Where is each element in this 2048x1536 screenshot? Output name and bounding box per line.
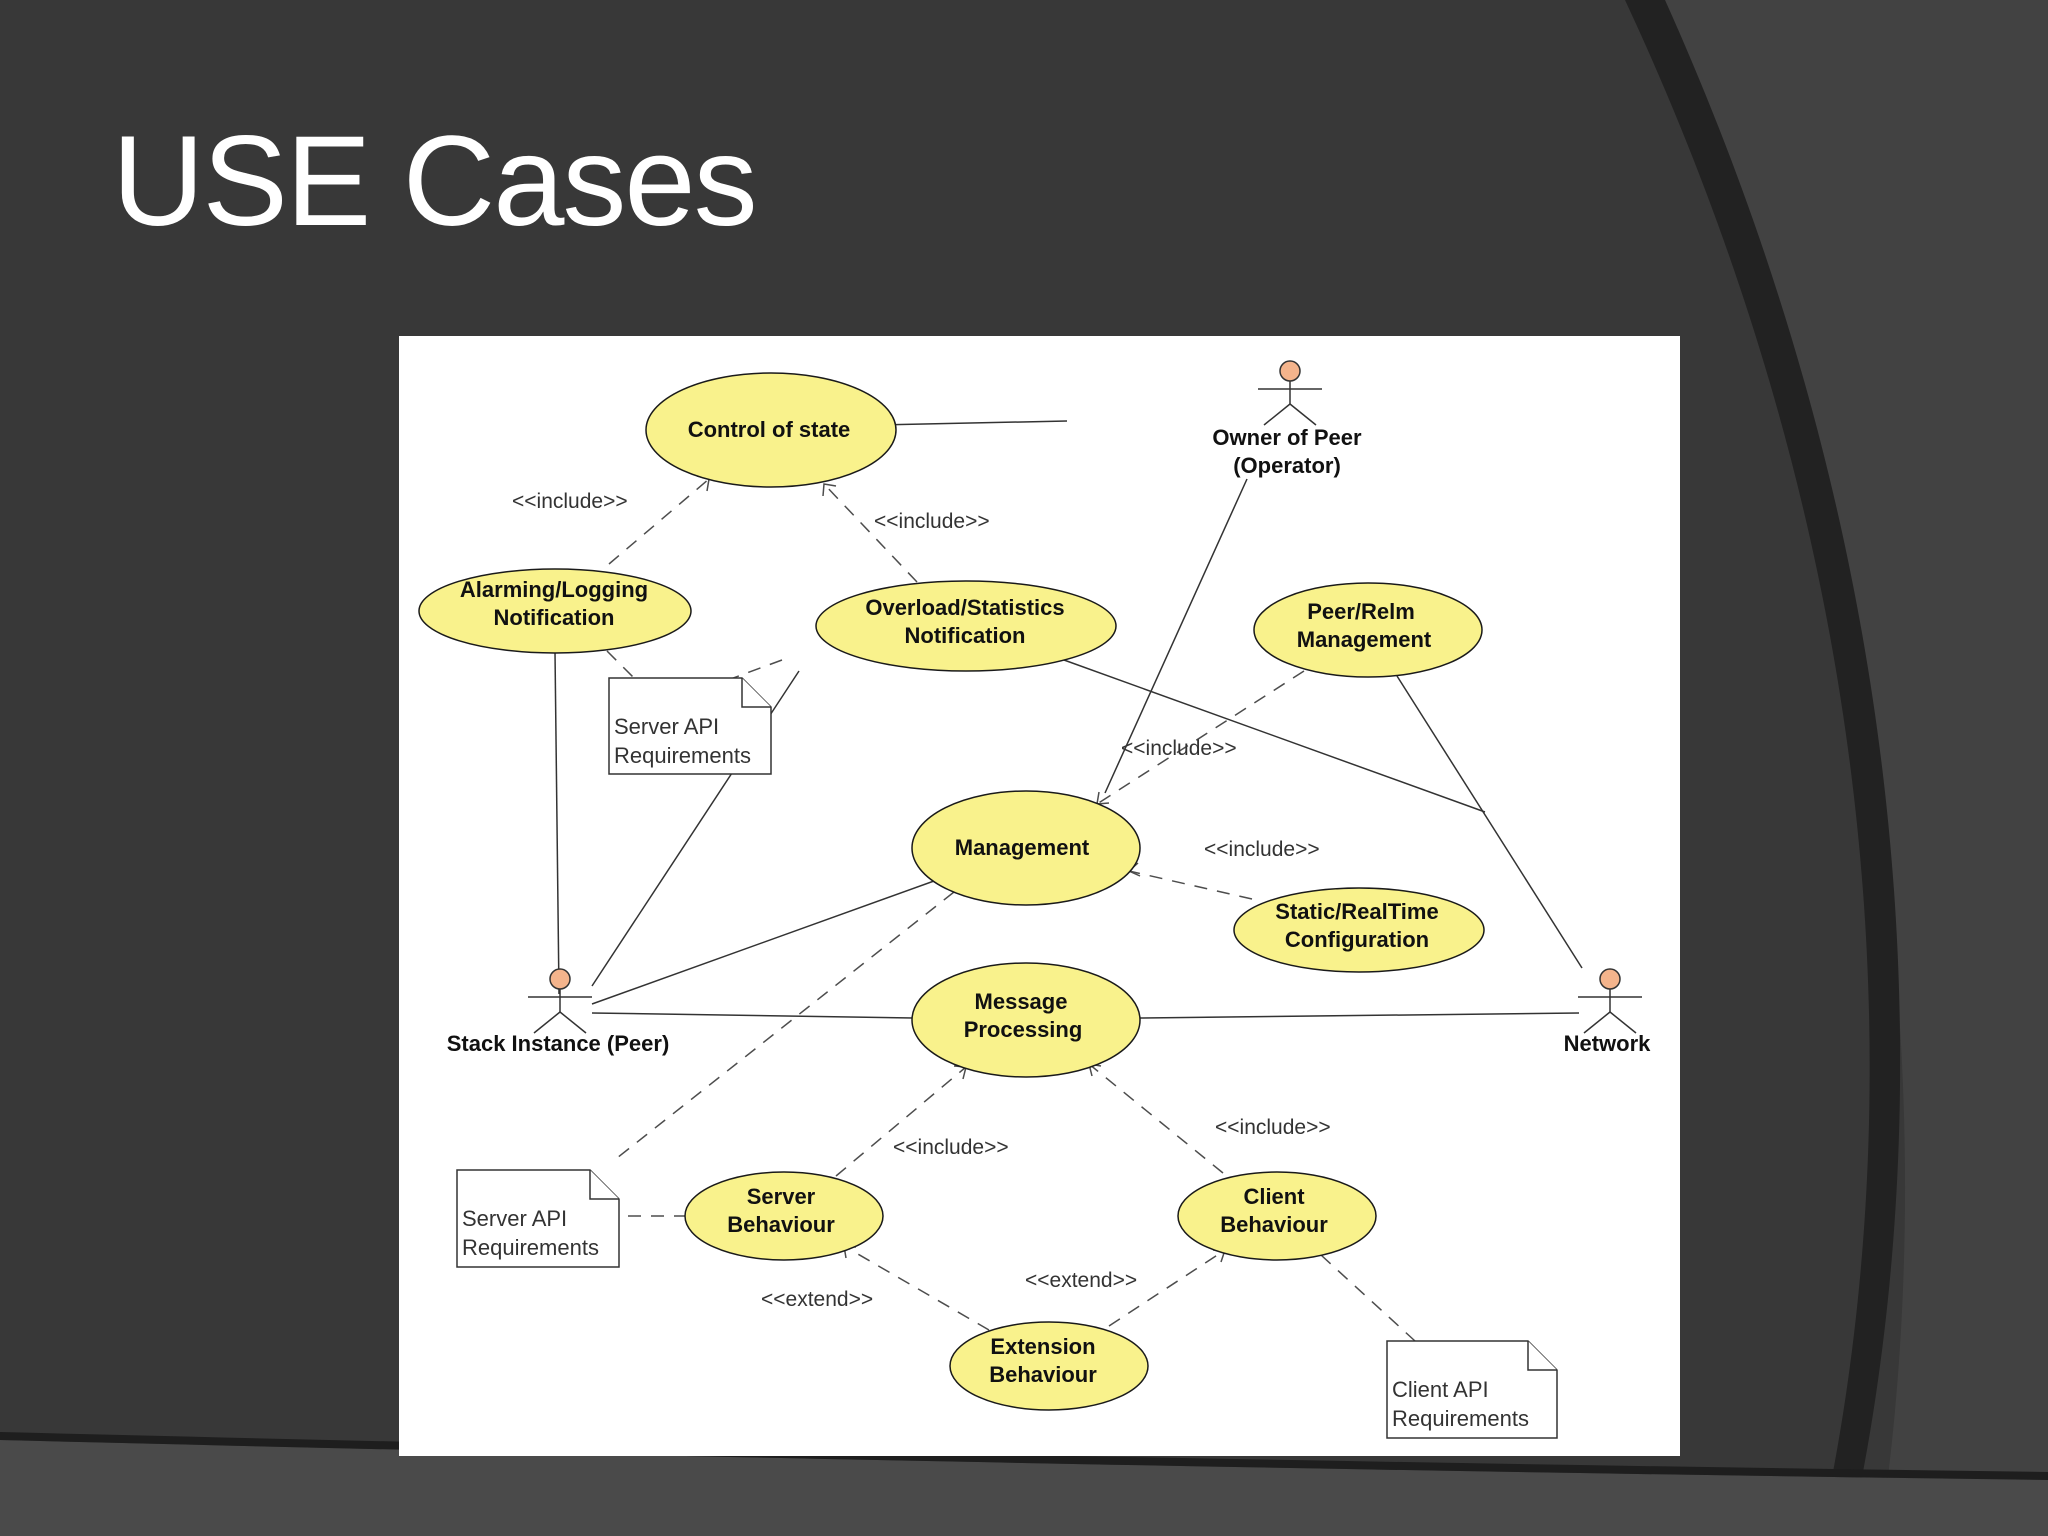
include-server-message xyxy=(835,1066,967,1177)
actor-owner-of-peer[interactable]: Owner of Peer (Operator) xyxy=(1212,360,1362,478)
diagram-canvas: <<include>> <<include>> <<include>> <<in… xyxy=(418,360,1652,1439)
note-line: Server API xyxy=(462,1206,567,1231)
decorative-swoosh-bottom xyxy=(0,1440,2048,1536)
extend-extension-client xyxy=(1108,1249,1226,1327)
use-case-peer-relm-management[interactable]: Peer/Relm Management xyxy=(1253,582,1483,678)
associations xyxy=(554,420,1583,1019)
actor-icon xyxy=(1258,360,1322,426)
actor-label: (Operator) xyxy=(1233,453,1341,478)
use-case-label: Overload/Statistics xyxy=(865,595,1064,620)
extend-extension-server xyxy=(843,1245,990,1331)
use-case-static-realtime-configuration[interactable]: Static/RealTime Configuration xyxy=(1233,887,1485,973)
use-case-label: Notification xyxy=(905,623,1026,648)
stereotype-label: <<extend>> xyxy=(761,1288,873,1311)
stereotype-label: <<include>> xyxy=(1215,1116,1331,1139)
include-client-message xyxy=(1088,1063,1224,1174)
stereotype-label: <<include>> xyxy=(512,490,628,513)
use-case-server-behaviour[interactable]: Server Behaviour xyxy=(684,1171,884,1261)
note-link-alarming xyxy=(606,650,636,680)
actor-stack-instance[interactable]: Stack Instance (Peer) xyxy=(447,968,670,1056)
include-overload-control xyxy=(823,483,918,583)
use-case-message-processing[interactable]: Message Processing xyxy=(911,962,1141,1078)
note-client-api: Client API Requirements xyxy=(1386,1340,1558,1439)
note-link-client xyxy=(1320,1254,1416,1342)
assoc-peerrelm-network xyxy=(1396,675,1583,969)
use-case-diagram: <<include>> <<include>> <<include>> <<in… xyxy=(399,336,1680,1456)
arrowhead-control-right xyxy=(822,483,837,497)
use-case-label: Configuration xyxy=(1285,927,1429,952)
stereotype-label: <<include>> xyxy=(1204,838,1320,861)
assoc-message-stack xyxy=(591,1012,914,1019)
use-case-label: Message xyxy=(975,989,1068,1014)
actor-icon xyxy=(528,968,592,1034)
dependencies xyxy=(606,475,1416,1342)
stereotype-label: <<include>> xyxy=(874,510,990,533)
include-peerrelm-management xyxy=(1096,670,1305,805)
use-case-control-of-state[interactable]: Control of state xyxy=(645,372,897,488)
use-case-label: Control of state xyxy=(688,417,851,442)
note-server-api-bottom: Server API Requirements xyxy=(456,1169,620,1268)
assoc-message-network xyxy=(1138,1012,1580,1019)
use-case-label: Server xyxy=(747,1184,816,1209)
assoc-owner-management xyxy=(1104,478,1248,794)
slide-title: USE Cases xyxy=(112,110,758,253)
use-case-label: Peer/Relm xyxy=(1307,599,1415,624)
note-line: Requirements xyxy=(1392,1406,1529,1431)
use-case-overload-statistics-notification[interactable]: Overload/Statistics Notification xyxy=(815,580,1117,672)
note-line: Server API xyxy=(614,714,719,739)
use-case-label: Processing xyxy=(964,1017,1083,1042)
actor-network[interactable]: Network xyxy=(1564,968,1652,1056)
use-case-label: Static/RealTime xyxy=(1275,899,1438,924)
stereotype-labels: <<include>> <<include>> <<include>> <<in… xyxy=(512,490,1331,1311)
stereotype-label: <<extend>> xyxy=(1025,1269,1137,1292)
actor-icon xyxy=(1578,968,1642,1034)
stereotype-label: <<include>> xyxy=(893,1136,1009,1159)
use-case-label: Client xyxy=(1243,1184,1305,1209)
note-line: Client API xyxy=(1392,1377,1489,1402)
use-case-management[interactable]: Management xyxy=(911,790,1141,906)
decorative-swoosh-right xyxy=(1640,0,2048,1536)
note-link-management xyxy=(616,891,955,1159)
note-line: Requirements xyxy=(462,1235,599,1260)
use-case-label: Behaviour xyxy=(1220,1212,1328,1237)
include-static-management xyxy=(1128,870,1253,900)
stereotype-label: <<include>> xyxy=(1121,737,1237,760)
decorative-swoosh-edge xyxy=(1625,0,1901,1536)
actor-label: Stack Instance (Peer) xyxy=(447,1031,670,1056)
use-case-label: Behaviour xyxy=(989,1362,1097,1387)
note-line: Requirements xyxy=(614,743,751,768)
use-case-label: Behaviour xyxy=(727,1212,835,1237)
use-case-label: Management xyxy=(955,835,1090,860)
use-case-label: Management xyxy=(1297,627,1432,652)
note-server-api-top: Server API Requirements xyxy=(608,677,772,775)
use-case-client-behaviour[interactable]: Client Behaviour xyxy=(1177,1171,1377,1261)
use-case-label: Extension xyxy=(990,1334,1095,1359)
use-case-extension-behaviour[interactable]: Extension Behaviour xyxy=(949,1321,1149,1411)
use-case-alarming-logging-notification[interactable]: Alarming/Logging Notification xyxy=(418,568,692,654)
actor-label: Network xyxy=(1564,1031,1652,1056)
assoc-alarming-stack xyxy=(554,651,560,995)
actor-label: Owner of Peer xyxy=(1212,425,1362,450)
assoc-management-stack xyxy=(591,880,935,1005)
use-case-label: Notification xyxy=(494,605,615,630)
assoc-overload-network xyxy=(1063,659,1486,813)
use-case-label: Alarming/Logging xyxy=(460,577,648,602)
